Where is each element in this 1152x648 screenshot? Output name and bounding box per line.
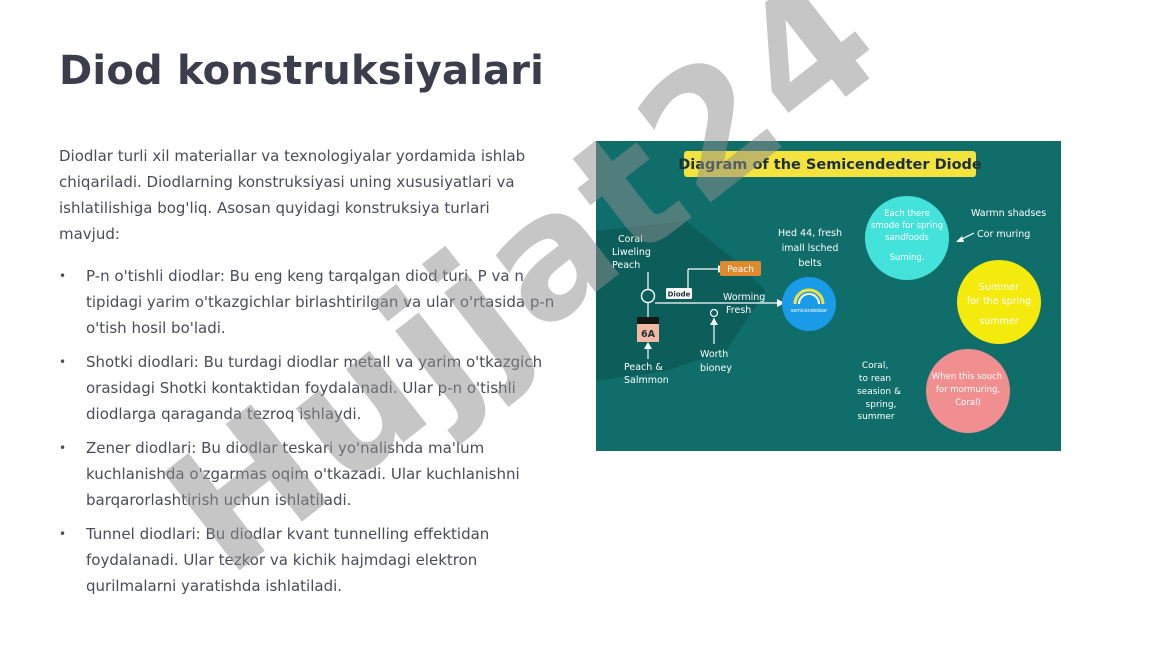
- label-worming-1: Worming: [723, 292, 765, 303]
- teal-circle: [865, 196, 949, 280]
- label-coral-1: Coral: [618, 234, 643, 245]
- label-worth-2: bioney: [700, 363, 732, 374]
- teal-label-2: smode for spring: [871, 221, 943, 231]
- warm-label-2: Cor muring: [977, 229, 1030, 240]
- bullet-item-pn: P-n o'tishli diodlar: Bu eng keng tarqal…: [59, 263, 559, 341]
- teal-label-4: Suming.: [890, 253, 925, 263]
- label-coral-2: Liweling: [612, 247, 651, 258]
- peach-tag-label: Peach: [727, 265, 754, 275]
- junction-node-icon: [640, 288, 656, 304]
- diode-diagram-image: Diagram of the Semicendedter Diode Coral…: [596, 141, 1061, 451]
- rainbow-inner-arc: [798, 293, 820, 305]
- peach-tag: [720, 261, 761, 276]
- yellow-circle: [957, 260, 1041, 344]
- label-hed-1: Hed 44, fresh: [778, 228, 842, 239]
- label-worming-2: Fresh: [726, 305, 751, 316]
- blue-circle: [782, 277, 836, 331]
- diode-tag: [666, 288, 692, 299]
- label-coral-3: Peach: [612, 260, 640, 271]
- label-worth-1: Worth: [700, 349, 728, 360]
- arrow-up-icon: [644, 342, 652, 349]
- teal-label-3: sandfoods: [885, 233, 929, 243]
- slide-title: Diod konstruksiyalari: [59, 48, 545, 94]
- diagram-title-bar: [684, 151, 976, 177]
- battery-cap: [637, 317, 659, 325]
- blue-circle-label: semicendedsar: [791, 308, 828, 314]
- arrow-right-icon: [777, 299, 785, 307]
- bullet-list: P-n o'tishli diodlar: Bu eng keng tarqal…: [59, 263, 559, 607]
- label-peach-salmon-1: Peach &: [624, 362, 663, 373]
- bullet-item-tunnel: Tunnel diodlari: Bu diodlar kvant tunnel…: [59, 521, 559, 599]
- label-peach-salmon-2: Salmmon: [624, 375, 669, 386]
- warm-label-1: Warmn shadses: [971, 208, 1046, 219]
- label-hed-3: belts: [798, 258, 821, 269]
- coral-season-2: to rean: [859, 374, 891, 384]
- pink-label-2: for mormuring,: [936, 385, 1000, 395]
- pink-label-1: When this souch: [932, 372, 1002, 382]
- battery-label: 6A: [641, 329, 656, 340]
- coral-season-5: summer: [857, 412, 894, 422]
- coral-season-4: spring,: [866, 400, 897, 410]
- yellow-label-2: for the spring: [967, 296, 1031, 307]
- rainbow-icon: [793, 288, 825, 305]
- probe-node-icon: [709, 308, 719, 318]
- yellow-label-3: summer: [979, 316, 1018, 327]
- arrow-up-worth-icon: [710, 318, 718, 325]
- label-hed-2: imall lsched: [782, 243, 839, 254]
- bullet-item-shotki: Shotki diodlari: Bu turdagi diodlar meta…: [59, 349, 559, 427]
- battery-body: [637, 324, 659, 342]
- intro-paragraph: Diodlar turli xil materiallar va texnolo…: [59, 147, 526, 243]
- arrow-warm-icon: [956, 236, 964, 242]
- coral-season-1: Coral,: [862, 361, 888, 371]
- diagram-title: Diagram of the Semicendedter Diode: [678, 157, 982, 173]
- yellow-label-1: Summer: [979, 282, 1019, 293]
- pink-label-3: Coral): [955, 398, 981, 408]
- bullet-item-zener: Zener diodlari: Bu diodlar teskari yo'na…: [59, 435, 559, 513]
- diode-tag-label: Diode: [668, 291, 691, 299]
- pink-circle: [926, 349, 1010, 433]
- coral-season-3: seasion &: [857, 387, 901, 397]
- teal-label-1: Each there: [884, 209, 930, 219]
